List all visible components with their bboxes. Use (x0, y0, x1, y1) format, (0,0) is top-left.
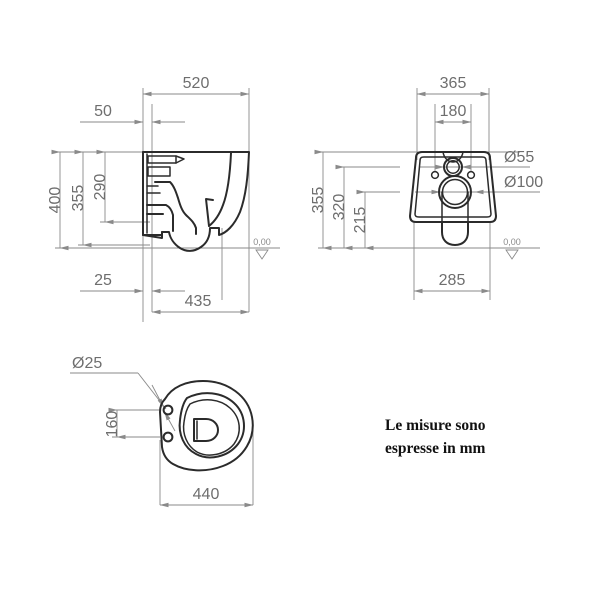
dim-215-label: 215 (352, 207, 369, 234)
dim-400: 400 (47, 149, 69, 251)
note-line-1: Le misure sono (385, 417, 486, 434)
dim-440-label: 440 (193, 486, 220, 503)
dim-180-label: 180 (440, 103, 467, 120)
top-plan-view: Ø25 160 440 (70, 355, 254, 508)
dim-435: 435 (151, 293, 250, 315)
dim-440: 440 (159, 486, 254, 508)
dim-160-label: 160 (104, 411, 121, 438)
toilet-top-profile (159, 380, 254, 472)
dim-355-front-label: 355 (310, 187, 327, 214)
dim-320: 320 (331, 164, 353, 251)
front-extension-lines (318, 88, 540, 300)
dim-320-label: 320 (331, 194, 348, 221)
note-line-2: espresse in mm (385, 440, 486, 457)
toilet-side-profile (142, 151, 250, 252)
dim-355-side-label: 355 (70, 185, 87, 212)
dim-160: 160 (104, 407, 126, 440)
dim-435-label: 435 (185, 293, 212, 310)
dim-25: 25 (80, 272, 185, 294)
datum-label-front: 0,00 (503, 237, 521, 247)
dim-355-side: 355 (70, 149, 92, 248)
dim-290: 290 (92, 149, 114, 225)
dim-25-label: 25 (94, 272, 112, 289)
front-view: 365 180 355 320 215 (310, 75, 543, 300)
toilet-front-profile (409, 151, 497, 246)
dim-285: 285 (413, 272, 491, 294)
callout-dia-55-label: Ø55 (504, 149, 534, 166)
dim-50: 50 (80, 103, 185, 125)
dim-520: 520 (142, 75, 250, 97)
dim-355-front: 355 (310, 149, 332, 251)
dim-520-label: 520 (183, 75, 210, 92)
callout-dia-25-label: Ø25 (72, 355, 102, 372)
dim-50-label: 50 (94, 103, 112, 120)
datum-marker-front: 0,00 (503, 237, 521, 260)
side-section-view: 520 50 400 355 290 (47, 75, 280, 322)
dim-215: 215 (352, 189, 374, 251)
dim-180: 180 (434, 103, 472, 125)
datum-label-side: 0,00 (253, 237, 271, 247)
callout-dia-55: Ø55 (420, 149, 534, 170)
dim-285-label: 285 (439, 272, 466, 289)
dim-365: 365 (416, 75, 490, 97)
measurement-note: Le misure sono espresse in mm (385, 417, 486, 457)
dim-365-label: 365 (440, 75, 467, 92)
dim-400-label: 400 (47, 187, 64, 214)
dim-290-label: 290 (92, 174, 109, 201)
datum-marker-side: 0,00 (253, 237, 271, 260)
callout-dia-100: Ø100 (415, 174, 543, 195)
callout-dia-100-label: Ø100 (504, 174, 543, 191)
